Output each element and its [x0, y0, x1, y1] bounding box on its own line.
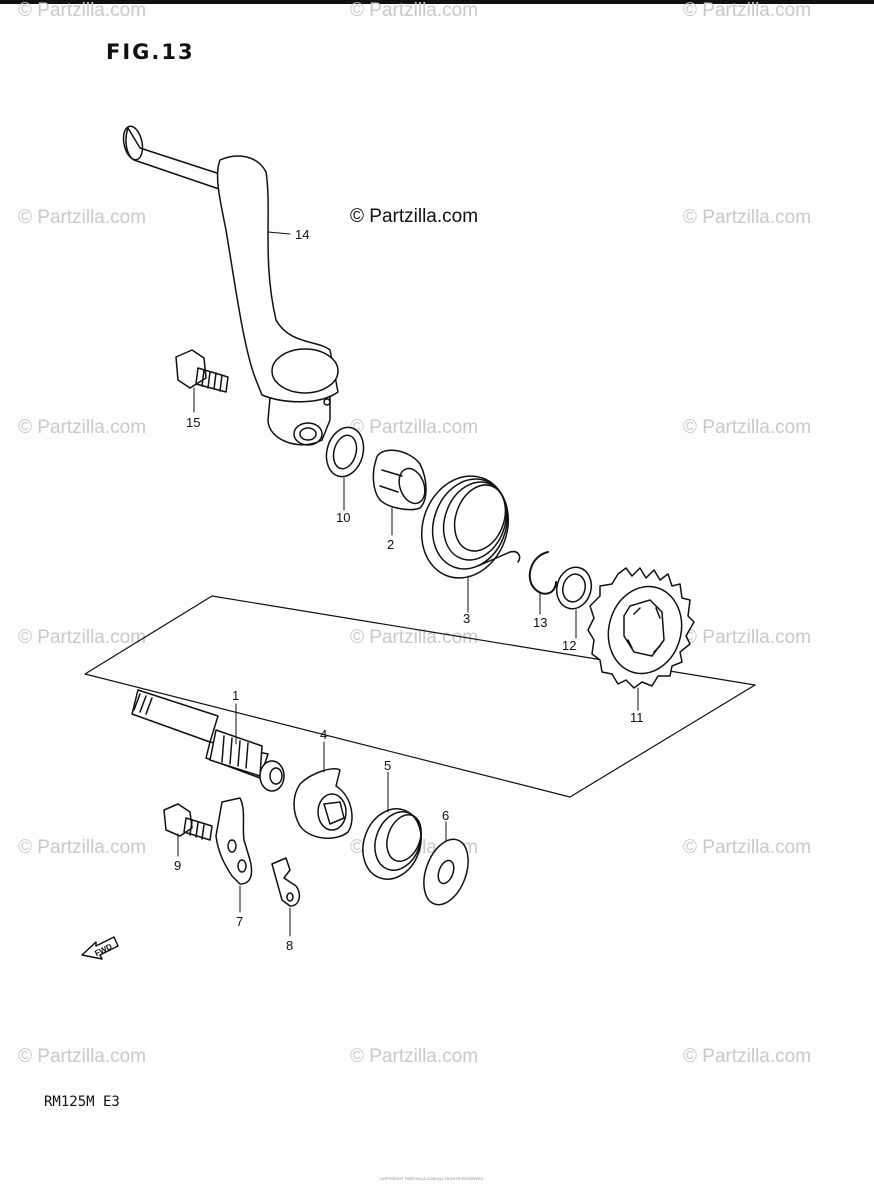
watermark: © Partzilla.com	[18, 837, 147, 858]
copyright-notice: © Partzilla.com	[350, 206, 479, 227]
assembly-outline	[84, 595, 756, 798]
part-circlip	[528, 551, 557, 595]
watermark: © Partzilla.com	[683, 207, 812, 228]
watermark: © Partzilla.com	[350, 417, 479, 438]
part-number-label: 11	[630, 710, 644, 725]
watermark: © Partzilla.com	[350, 1046, 479, 1067]
part-oil-seal	[325, 426, 365, 478]
part-kick-lever	[122, 125, 339, 446]
part-number-label: 4	[320, 727, 327, 742]
part-number-label: 9	[174, 858, 181, 873]
part-kick-gear	[587, 567, 695, 689]
part-number-label: 1	[232, 688, 239, 703]
part-number-label: 10	[336, 510, 350, 525]
part-bolt-9	[163, 803, 213, 841]
part-drive-gear	[293, 768, 353, 839]
part-number-label: 2	[387, 537, 394, 552]
part-bushing	[372, 449, 427, 511]
watermark: © Partzilla.com	[18, 417, 147, 438]
figure-title: FIG.13	[106, 40, 195, 64]
part-number-label: 14	[295, 227, 309, 242]
watermark: © Partzilla.com	[683, 627, 812, 648]
part-number-label: 3	[463, 611, 470, 626]
watermark: © Partzilla.com	[683, 837, 812, 858]
part-number-label: 5	[384, 758, 391, 773]
leader-lines	[177, 231, 639, 937]
footer-text: COPYRIGHT PARTZILLA.COM ALL RIGHTS RESER…	[380, 1176, 484, 1181]
part-number-label: 13	[533, 615, 547, 630]
watermark: © Partzilla.com	[350, 627, 479, 648]
watermark: © Partzilla.com	[350, 0, 479, 21]
part-number-label: 8	[286, 938, 293, 953]
watermark: © Partzilla.com	[18, 207, 147, 228]
part-number-label: 6	[442, 808, 449, 823]
model-code: RM125M E3	[44, 1094, 120, 1110]
part-spring-5	[362, 808, 422, 880]
watermark: © Partzilla.com	[18, 627, 147, 648]
part-number-label: 15	[186, 415, 200, 430]
part-bolt-15	[175, 349, 229, 393]
watermark: © Partzilla.com	[683, 417, 812, 438]
part-kick-spring	[420, 475, 521, 579]
part-number-label: 7	[236, 914, 243, 929]
part-guide-plate	[215, 797, 253, 885]
part-washer-12	[555, 566, 593, 610]
watermark: © Partzilla.com	[683, 1046, 812, 1067]
part-kick-shaft	[131, 689, 285, 792]
part-number-label: 12	[562, 638, 576, 653]
fwd-arrow-icon: FWD	[81, 936, 119, 960]
watermark: © Partzilla.com	[18, 0, 147, 21]
top-border	[0, 0, 874, 4]
part-washer-6	[423, 838, 469, 906]
watermark: © Partzilla.com	[683, 0, 812, 21]
part-stopper	[271, 857, 301, 907]
watermark: © Partzilla.com	[18, 1046, 147, 1067]
